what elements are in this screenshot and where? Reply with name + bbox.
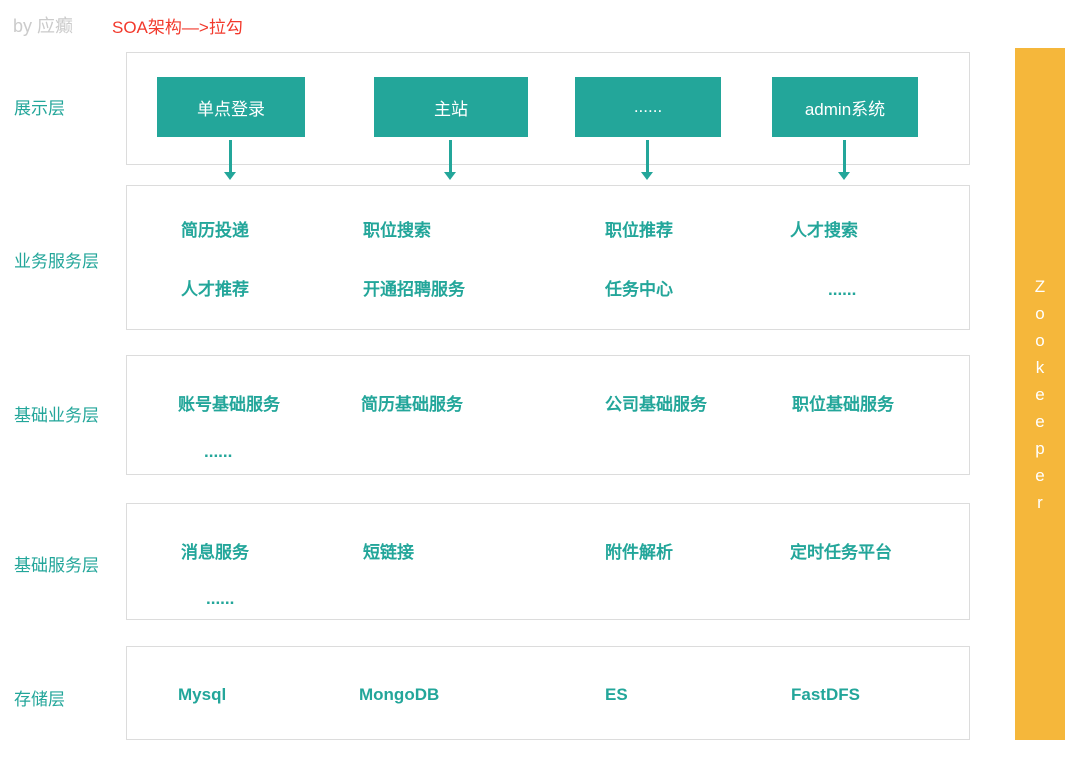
- item-more-ellipsis: ......: [828, 280, 857, 299]
- item-short-link: 短链接: [363, 543, 414, 562]
- layer-label-presentation: 展示层: [14, 99, 65, 118]
- diagram-title: SOA架构—>拉勾: [112, 18, 243, 37]
- item-job-base-service: 职位基础服务: [792, 395, 894, 414]
- item-talent-search: 人才搜索: [790, 221, 858, 240]
- business-service-layer-box: 简历投递 职位搜索 职位推荐 人才搜索 人才推荐 开通招聘服务 任务中心 ...…: [126, 185, 970, 330]
- node-admin-system: admin系统: [772, 77, 918, 137]
- arrow-down-icon: [838, 140, 850, 180]
- item-job-recommend: 职位推荐: [605, 221, 673, 240]
- node-more-systems: ......: [575, 77, 721, 137]
- item-more-ellipsis: ......: [206, 589, 235, 608]
- zookeeper-label: Zookeeper: [1034, 276, 1046, 512]
- item-company-base-service: 公司基础服务: [605, 395, 707, 414]
- base-service-layer-box: 消息服务 短链接 附件解析 定时任务平台 ......: [126, 503, 970, 620]
- item-scheduled-task-platform: 定时任务平台: [790, 543, 892, 562]
- item-message-service: 消息服务: [181, 543, 249, 562]
- layer-label-storage: 存储层: [14, 690, 65, 709]
- arrow-down-icon: [224, 140, 236, 180]
- base-business-layer-box: 账号基础服务 简历基础服务 公司基础服务 职位基础服务 ......: [126, 355, 970, 475]
- item-more-ellipsis: ......: [204, 442, 233, 461]
- item-mysql: Mysql: [178, 685, 227, 704]
- layer-label-base-service: 基础服务层: [14, 556, 99, 575]
- layer-label-business-service: 业务服务层: [14, 252, 99, 271]
- item-job-search: 职位搜索: [363, 221, 431, 240]
- item-task-center: 任务中心: [605, 280, 673, 299]
- item-mongodb: MongoDB: [359, 685, 440, 704]
- node-sso-login: 单点登录: [157, 77, 305, 137]
- item-es: ES: [605, 685, 628, 704]
- zookeeper-bar: Zookeeper: [1015, 48, 1065, 740]
- presentation-layer-box: 单点登录 主站 ...... admin系统: [126, 52, 970, 165]
- author-byline: by 应癫: [13, 16, 74, 36]
- arrow-down-icon: [641, 140, 653, 180]
- layer-label-base-business: 基础业务层: [14, 406, 99, 425]
- node-main-site: 主站: [374, 77, 528, 137]
- item-talent-recommend: 人才推荐: [181, 280, 249, 299]
- item-account-base-service: 账号基础服务: [178, 395, 280, 414]
- item-fastdfs: FastDFS: [791, 685, 860, 704]
- item-attachment-parse: 附件解析: [605, 543, 673, 562]
- storage-layer-box: Mysql MongoDB ES FastDFS: [126, 646, 970, 740]
- item-resume-base-service: 简历基础服务: [361, 395, 463, 414]
- arrow-down-icon: [444, 140, 456, 180]
- item-recruit-service: 开通招聘服务: [363, 280, 465, 299]
- item-resume-delivery: 简历投递: [181, 221, 249, 240]
